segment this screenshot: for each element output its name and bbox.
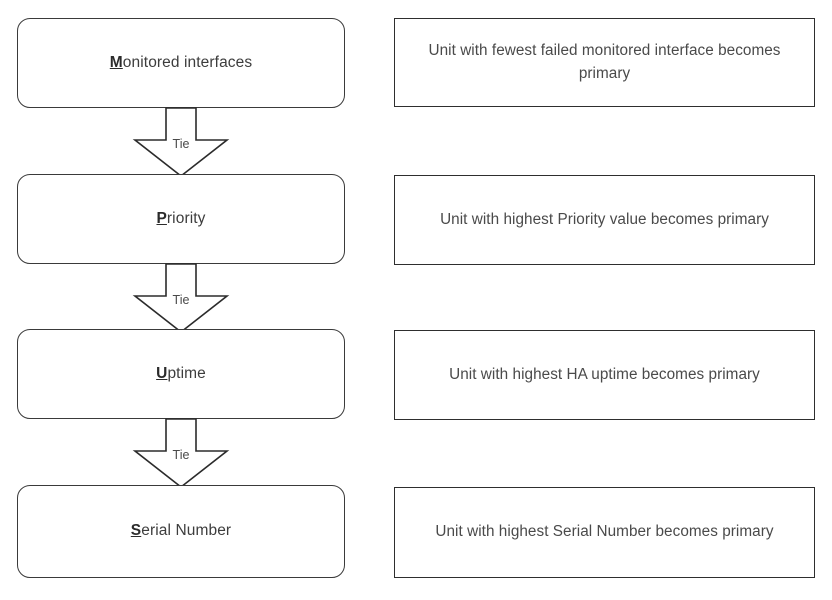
outcome-label-serial-number: Unit with highest Serial Number becomes … <box>435 523 774 541</box>
outcome-box-priority[interactable]: Unit with highest Priority value becomes… <box>394 175 815 265</box>
criterion-box-monitored-interfaces[interactable]: Monitored interfaces <box>17 18 345 108</box>
criterion-box-serial-number[interactable]: Serial Number <box>17 485 345 578</box>
outcome-box-monitored-interfaces[interactable]: Unit with fewest failed monitored interf… <box>394 18 815 107</box>
down-block-arrow-icon <box>132 107 230 178</box>
criterion-label-rest: ptime <box>167 364 206 382</box>
accesskey-letter: S <box>130 522 142 540</box>
outcome-box-uptime[interactable]: Unit with highest HA uptime becomes prim… <box>394 330 815 420</box>
outcome-label-uptime: Unit with highest HA uptime becomes prim… <box>449 365 760 383</box>
tie-connector-1: Tie <box>131 107 231 178</box>
accesskey-letter: P <box>156 209 167 227</box>
outcome-box-serial-number[interactable]: Unit with highest Serial Number becomes … <box>394 487 815 578</box>
criterion-label-rest: erial Number <box>141 522 232 540</box>
outcome-label-monitored-interfaces: Unit with fewest failed monitored interf… <box>428 42 781 82</box>
criterion-box-priority[interactable]: Priority <box>17 174 345 264</box>
criterion-label-priority: Priority <box>156 210 205 229</box>
criterion-label-monitored-interfaces: Monitored interfaces <box>110 54 252 73</box>
accesskey-letter: U <box>156 364 168 382</box>
tie-connector-2: Tie <box>131 263 231 334</box>
down-block-arrow-icon <box>132 263 230 334</box>
criterion-label-serial-number: Serial Number <box>131 522 231 541</box>
criterion-label-rest: onitored interfaces <box>122 53 253 71</box>
accesskey-letter: M <box>109 53 123 71</box>
criterion-label-uptime: Uptime <box>156 365 206 384</box>
criterion-label-rest: riority <box>166 209 206 227</box>
tie-connector-3: Tie <box>131 418 231 489</box>
outcome-label-priority: Unit with highest Priority value becomes… <box>440 210 769 228</box>
down-block-arrow-icon <box>132 418 230 489</box>
criterion-box-uptime[interactable]: Uptime <box>17 329 345 419</box>
